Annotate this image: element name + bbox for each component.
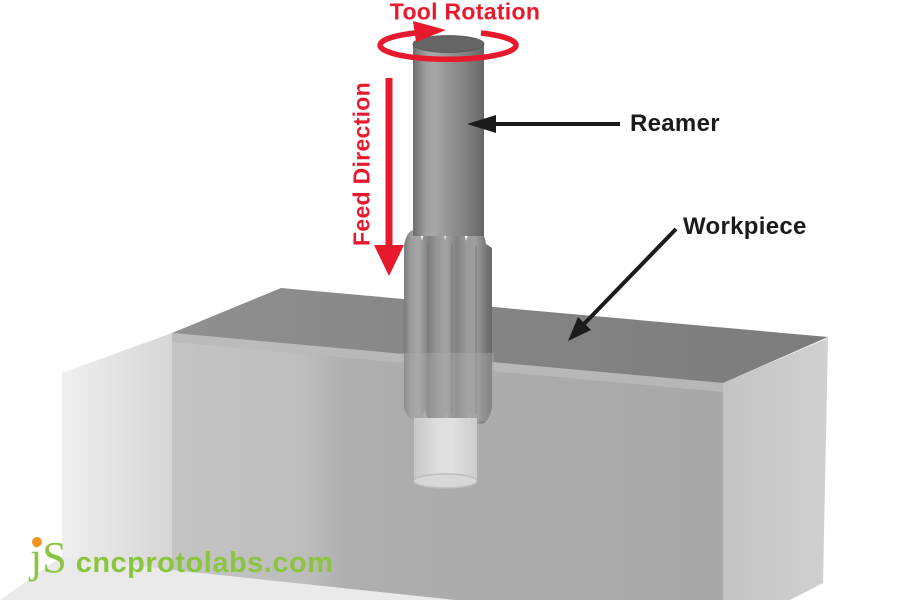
workpiece-label: Workpiece [683,213,807,240]
workpiece-pointer-shaft [581,227,678,327]
workpiece-top-face [172,288,828,383]
rotation-arrowhead-icon [413,21,446,42]
hole-bore [414,418,477,481]
workpiece-pointer-arrow [568,227,678,341]
feed-arrowhead-icon [374,245,404,276]
tool-rotation-label: Tool Rotation [389,0,541,25]
hole-bottom [413,473,478,489]
rotation-ellipse-icon [377,29,519,62]
feed-direction-arrow [374,78,404,276]
watermark: jS cncprotolabs.com [30,536,333,580]
reamer-shank-top [412,35,485,53]
workpiece-pointer-head-icon [568,317,591,341]
tool-rotation-arrow [377,21,519,62]
logo-dot-icon [32,537,42,547]
reamer-shank [413,44,484,236]
workpiece-left-face [62,333,172,570]
workpiece-right-face [723,338,828,600]
reamer-label: Reamer [630,110,720,137]
in-block-haze [402,353,494,421]
drilled-hole [413,418,478,489]
reamer-tool [402,35,494,489]
reamer-pointer-arrow [467,115,620,133]
brand-site-text: cncprotolabs.com [75,547,334,579]
reamer-pointer-head-icon [467,115,496,133]
workpiece-floor-shadow [0,556,455,600]
brand-logo: jS [30,536,67,580]
reamer-flutes [404,226,492,425]
feed-direction-label: Feed Direction [348,82,375,246]
